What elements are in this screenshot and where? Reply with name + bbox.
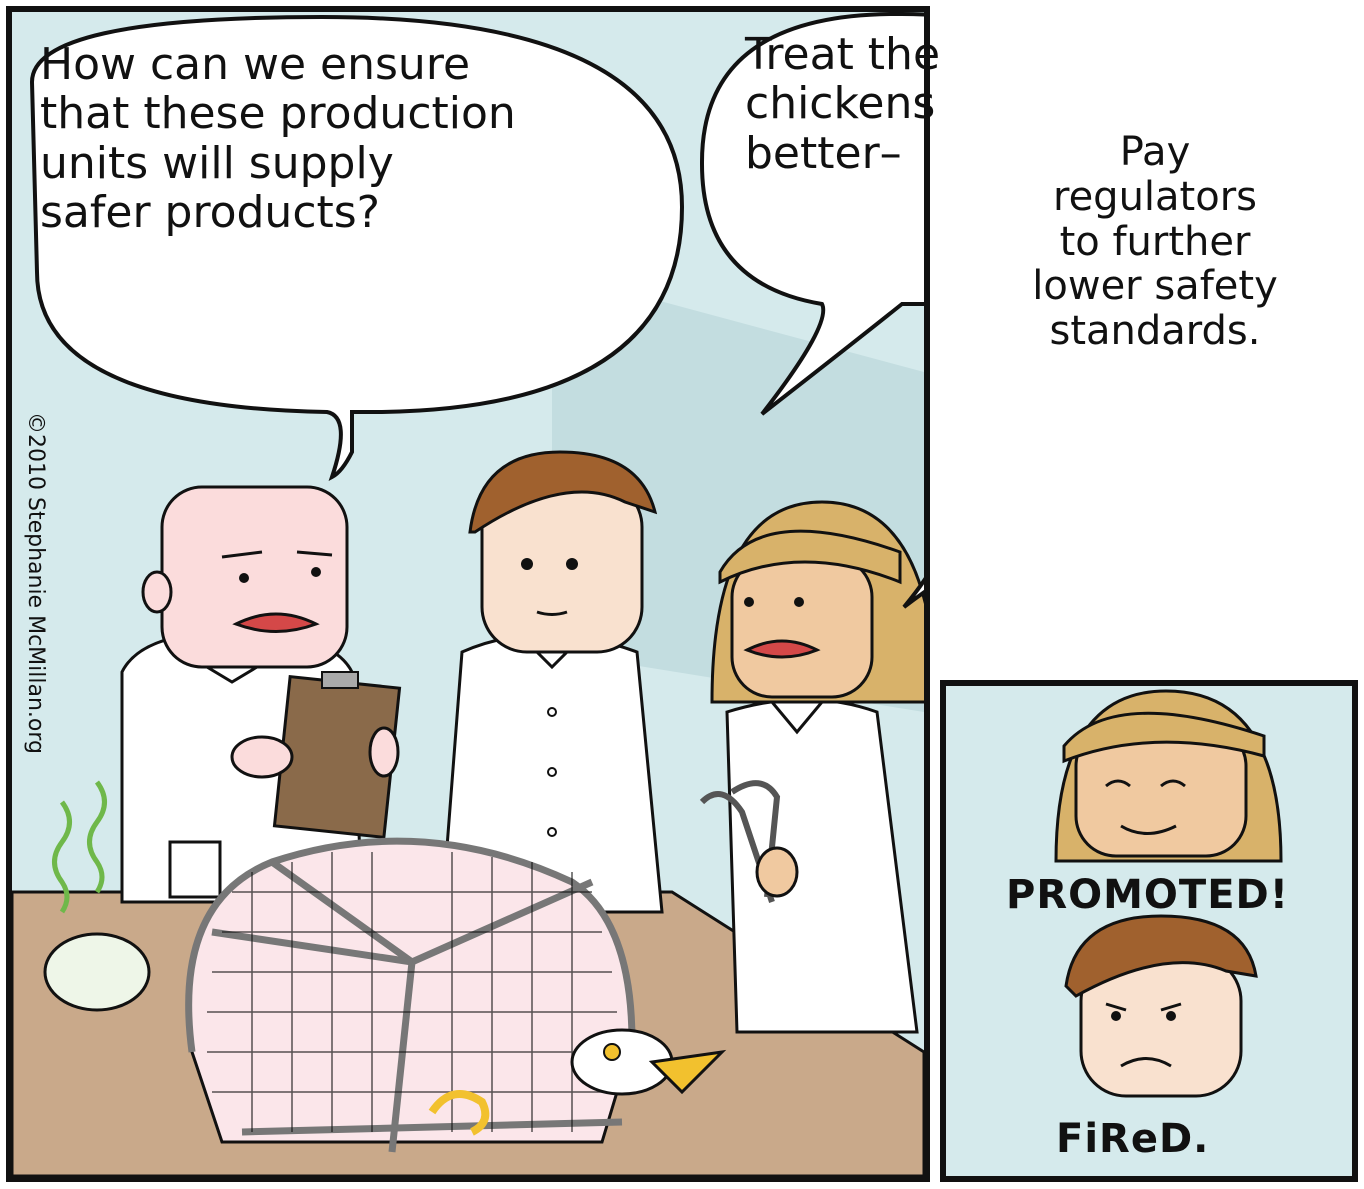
pay-text: Pay regulators to further lower safety s…: [1032, 129, 1278, 355]
question-text: How can we ensure that these production …: [40, 39, 516, 238]
speech-bubble-pay: [902, 577, 924, 609]
main-panel-art: [12, 12, 924, 1176]
treat-text: Treat the chickens better–: [745, 29, 941, 179]
promoted-face: [1054, 689, 1283, 863]
promoted-caption: PROMOTED!: [1006, 872, 1289, 918]
blonde-scientist: [699, 500, 924, 1034]
speech-bubble-treat: [700, 12, 924, 416]
side-panel-art: [1054, 689, 1283, 1098]
speech-bubble-question: [29, 14, 685, 481]
fired-face: [1064, 914, 1258, 1098]
pen-cup: [168, 840, 222, 899]
brown-hair-scientist: [440, 450, 664, 914]
main-comic-panel: ©2010 Stephanie McMillan.org: [6, 6, 930, 1182]
copyright-credit: ©2010 Stephanie McMillan.org: [23, 412, 48, 754]
bald-scientist: [120, 485, 402, 904]
egg: [43, 932, 151, 1012]
fired-caption: FiReD.: [1056, 1116, 1210, 1162]
caged-chicken: [185, 837, 727, 1153]
side-comic-panel: PROMOTED! FiReD.: [940, 680, 1358, 1182]
